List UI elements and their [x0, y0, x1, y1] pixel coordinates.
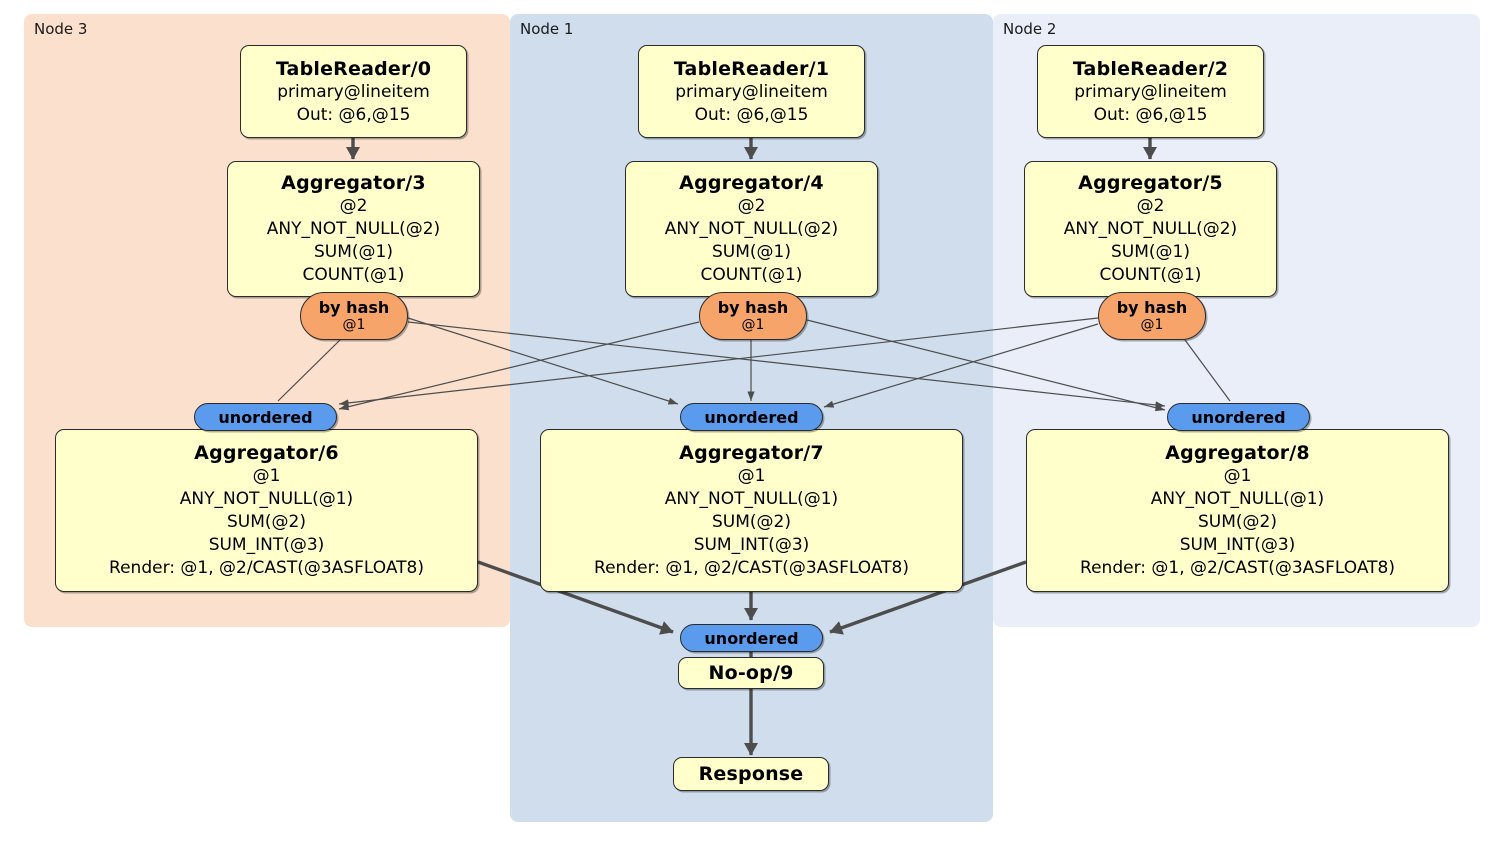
box-detail: SUM(@2) — [227, 512, 306, 532]
box-detail: Render: @1, @2/CAST(@3ASFLOAT8) — [109, 558, 424, 578]
box-detail: ANY_NOT_NULL(@2) — [266, 219, 441, 239]
box-detail: ANY_NOT_NULL(@1) — [664, 489, 839, 509]
box-noop9[interactable]: No-op/9 — [678, 657, 824, 689]
box-detail: COUNT(@1) — [700, 265, 803, 285]
box-title: Aggregator/6 — [194, 442, 339, 464]
box-detail: ANY_NOT_NULL(@1) — [1150, 489, 1325, 509]
box-detail: ANY_NOT_NULL(@2) — [664, 219, 839, 239]
region-label-node3: Node 3 — [34, 20, 88, 38]
box-detail: Out: @6,@15 — [1093, 104, 1208, 125]
pill-title: unordered — [704, 407, 799, 427]
box-title: Aggregator/3 — [281, 172, 426, 194]
box-detail: Out: @6,@15 — [296, 104, 411, 125]
box-detail: primary@lineitem — [675, 81, 828, 102]
region-label-node2: Node 2 — [1003, 20, 1057, 38]
box-detail: Render: @1, @2/CAST(@3ASFLOAT8) — [594, 558, 909, 578]
box-detail: SUM(@1) — [314, 242, 393, 262]
pill-unordered7[interactable]: unordered — [680, 403, 823, 431]
box-detail: primary@lineitem — [277, 81, 430, 102]
box-detail: ANY_NOT_NULL(@1) — [179, 489, 354, 509]
box-detail: SUM(@1) — [712, 242, 791, 262]
box-title: Aggregator/5 — [1078, 172, 1223, 194]
box-detail: @2 — [1136, 196, 1165, 216]
pill-title: unordered — [218, 407, 313, 427]
box-detail: @1 — [737, 466, 766, 486]
box-title: Response — [698, 763, 804, 785]
box-detail: SUM_INT(@3) — [208, 535, 325, 555]
pill-byhash4[interactable]: by hash@1 — [699, 292, 807, 340]
box-title: TableReader/0 — [275, 57, 432, 80]
pill-unordered6[interactable]: unordered — [194, 403, 337, 431]
pill-title: unordered — [704, 628, 799, 648]
box-detail: COUNT(@1) — [1099, 265, 1202, 285]
box-title: Aggregator/7 — [679, 442, 824, 464]
box-detail: Out: @6,@15 — [694, 104, 809, 125]
box-detail: SUM(@2) — [1198, 512, 1277, 532]
pill-subtitle: @1 — [741, 317, 765, 333]
pill-byhash5[interactable]: by hash@1 — [1098, 292, 1206, 340]
box-title: Aggregator/4 — [679, 172, 824, 194]
box-detail: @1 — [252, 466, 281, 486]
box-detail: Render: @1, @2/CAST(@3ASFLOAT8) — [1080, 558, 1395, 578]
region-label-node1: Node 1 — [520, 20, 574, 38]
pill-title: by hash — [318, 298, 390, 317]
box-title: TableReader/2 — [1072, 57, 1229, 80]
box-detail: @2 — [737, 196, 766, 216]
pill-title: by hash — [1116, 298, 1188, 317]
box-title: Aggregator/8 — [1165, 442, 1310, 464]
box-title: TableReader/1 — [673, 57, 830, 80]
pill-subtitle: @1 — [1140, 317, 1164, 333]
box-detail: ANY_NOT_NULL(@2) — [1063, 219, 1238, 239]
box-detail: COUNT(@1) — [302, 265, 405, 285]
pill-title: by hash — [717, 298, 789, 317]
pill-subtitle: @1 — [342, 317, 366, 333]
box-detail: primary@lineitem — [1074, 81, 1227, 102]
pill-title: unordered — [1191, 407, 1286, 427]
box-title: No-op/9 — [708, 662, 794, 684]
box-detail: @2 — [339, 196, 368, 216]
box-detail: SUM(@2) — [712, 512, 791, 532]
pill-unordered8[interactable]: unordered — [1167, 403, 1310, 431]
box-detail: @1 — [1223, 466, 1252, 486]
box-detail: SUM(@1) — [1111, 242, 1190, 262]
pill-unordered9[interactable]: unordered — [680, 624, 823, 652]
box-detail: SUM_INT(@3) — [1179, 535, 1296, 555]
box-detail: SUM_INT(@3) — [693, 535, 810, 555]
box-response[interactable]: Response — [673, 757, 829, 791]
pill-byhash3[interactable]: by hash@1 — [300, 292, 408, 340]
